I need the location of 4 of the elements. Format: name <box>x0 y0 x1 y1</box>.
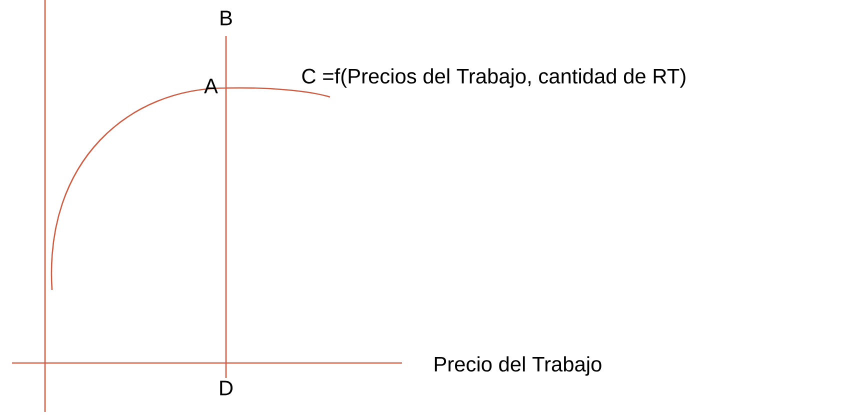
axis-label: Precio del Trabajo <box>434 356 602 376</box>
axis-label: D <box>220 380 233 396</box>
axis-label: B <box>220 10 232 26</box>
axis-label: C =f(Precios del Trabajo, cantidad de RT) <box>302 68 686 88</box>
